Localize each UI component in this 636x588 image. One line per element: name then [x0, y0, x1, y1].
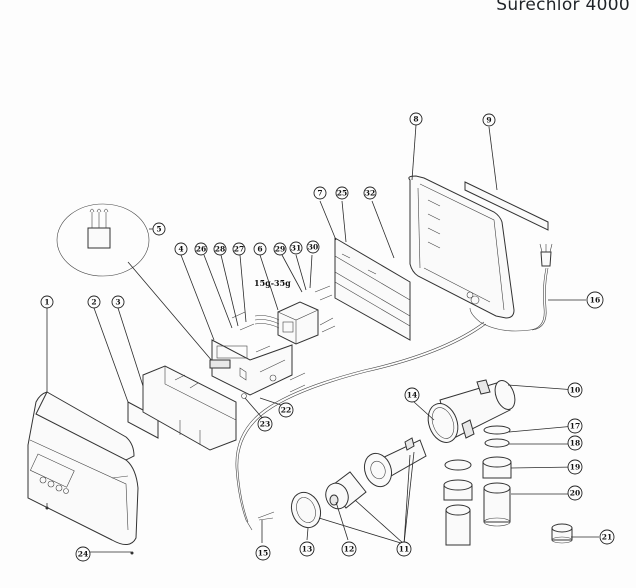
part-unions: [443, 425, 573, 546]
svg-text:10: 10: [570, 386, 580, 395]
callout-9: 9: [482, 113, 496, 127]
weight-annotation: 15g-35g: [254, 278, 291, 288]
svg-text:32: 32: [365, 189, 375, 198]
callout-11: 11: [396, 541, 412, 557]
part-electrode: [363, 437, 427, 488]
svg-text:11: 11: [399, 545, 409, 554]
callout-6: 6: [253, 242, 267, 256]
svg-text:29: 29: [275, 245, 285, 254]
svg-text:14: 14: [407, 391, 417, 400]
svg-text:21: 21: [602, 533, 612, 542]
part-cap: [325, 471, 367, 510]
part-housing: [408, 175, 515, 319]
svg-text:12: 12: [344, 545, 354, 554]
callout-30: 30: [306, 240, 320, 254]
callout-21: 21: [599, 529, 615, 545]
callout-16: 16: [586, 291, 604, 309]
callout-32: 32: [363, 186, 377, 200]
part-circuit-board: [209, 311, 306, 399]
leader-lines: [46, 124, 599, 553]
callout-25: 25: [335, 186, 349, 200]
part-mounting-plate: [334, 237, 411, 341]
part-cell-housing: [427, 379, 516, 443]
svg-text:15: 15: [258, 549, 268, 558]
svg-text:3: 3: [115, 298, 120, 307]
callout-28: 28: [213, 242, 227, 256]
svg-text:16: 16: [590, 296, 600, 305]
svg-text:19: 19: [570, 463, 580, 472]
callout-19: 19: [567, 459, 583, 475]
callout-24: 24: [75, 546, 91, 562]
callout-17: 17: [567, 418, 583, 434]
callout-4: 4: [174, 242, 188, 256]
diagram-title: Surechlor 4000: [496, 0, 630, 15]
svg-text:22: 22: [281, 406, 291, 415]
callout-27: 27: [232, 242, 246, 256]
svg-text:2: 2: [91, 298, 96, 307]
callout-13: 13: [299, 541, 315, 557]
svg-text:27: 27: [234, 245, 244, 254]
svg-text:18: 18: [570, 439, 580, 448]
svg-text:7: 7: [317, 189, 322, 198]
callout-20: 20: [567, 485, 583, 501]
svg-text:4: 4: [178, 245, 183, 254]
svg-text:31: 31: [291, 244, 301, 253]
svg-text:28: 28: [215, 245, 225, 254]
svg-text:20: 20: [570, 489, 580, 498]
part-transformer: [254, 285, 336, 345]
svg-text:25: 25: [337, 189, 347, 198]
part-connector-detail: [56, 203, 214, 363]
svg-text:17: 17: [570, 422, 580, 431]
callout-12: 12: [341, 541, 357, 557]
callout-5: 5: [152, 222, 166, 236]
callout-23: 23: [257, 416, 273, 432]
svg-text:26: 26: [196, 245, 206, 254]
svg-text:6: 6: [257, 245, 262, 254]
callout-22: 22: [278, 402, 294, 418]
part-front-cover: [27, 391, 139, 555]
callout-14: 14: [404, 387, 420, 403]
callout-3: 3: [111, 295, 125, 309]
part-bracket: [127, 365, 237, 451]
svg-text:13: 13: [302, 545, 312, 554]
part-lock-nut: [290, 491, 322, 529]
callout-8: 8: [409, 112, 423, 126]
svg-text:1: 1: [44, 298, 49, 307]
callout-2: 2: [87, 295, 101, 309]
part-cover-strip: [464, 181, 549, 231]
part-power-cable: [469, 243, 553, 332]
svg-text:24: 24: [78, 550, 88, 559]
callout-18: 18: [567, 435, 583, 451]
svg-text:30: 30: [308, 243, 318, 252]
callout-1: 1: [40, 295, 54, 309]
callout-15: 15: [255, 545, 271, 561]
callout-29: 29: [273, 242, 287, 256]
callout-31: 31: [289, 241, 303, 255]
svg-text:5: 5: [156, 225, 161, 234]
callout-7: 7: [313, 186, 327, 200]
svg-text:9: 9: [486, 116, 491, 125]
callout-10: 10: [567, 382, 583, 398]
svg-text:8: 8: [413, 115, 418, 124]
svg-text:23: 23: [260, 420, 270, 429]
callout-26: 26: [194, 242, 208, 256]
